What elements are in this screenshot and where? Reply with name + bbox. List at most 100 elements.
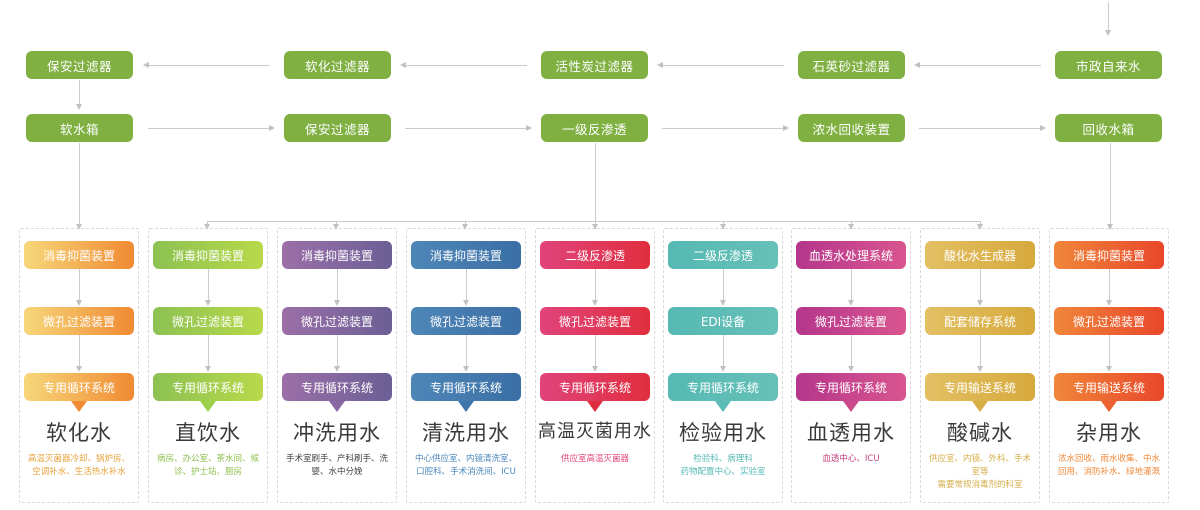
step-2[interactable]: 微孔过滤装置 [1054,307,1164,335]
step-2[interactable]: EDI设备 [668,307,778,335]
column-pointer-icon [587,401,603,412]
step-connector-1 [1109,269,1110,301]
step-2[interactable]: 微孔过滤装置 [24,307,134,335]
step-3[interactable]: 专用循环系统 [282,373,392,401]
step-arrow-1-icon [75,300,82,306]
step-connector-1 [208,269,209,301]
column-pointer-icon [71,401,87,412]
step-connector-2 [337,335,338,367]
output-column-zayongshui: 消毒抑菌装置 微孔过滤装置 专用输送系统 杂用水 浓水回收、雨水收集、中水回用、… [1049,228,1169,503]
step-3[interactable]: 专用循环系统 [668,373,778,401]
col1-row1-to-row2-arrow-icon [75,104,82,110]
node-baoan-guolvqi-2[interactable]: 保安过滤器 [284,114,391,142]
step-arrow-2-icon [976,366,983,372]
step-arrow-2-icon [591,366,598,372]
step-arrow-1-icon [333,300,340,306]
step-arrow-2-icon [719,366,726,372]
row2-arrow-1-icon [269,124,275,131]
node-shiyingsha-guolvqi[interactable]: 石英砂过滤器 [798,51,905,79]
column-description: 高温灭菌器冷却、锅炉房、空调补水、生活热水补水 [27,454,130,477]
step-connector-1 [595,269,596,301]
row2-connector-3 [662,128,784,129]
column-title: 直饮水 [175,421,241,445]
column-title: 杂用水 [1076,421,1142,445]
output-column-ruanhuashui: 消毒抑菌装置 微孔过滤装置 专用循环系统 软化水 高温灭菌器冷却、锅炉房、空调补… [19,228,139,503]
row1-arrow-4-icon [143,61,149,68]
step-1[interactable]: 二级反渗透 [668,241,778,269]
step-connector-2 [980,335,981,367]
node-yiji-fanshentou[interactable]: 一级反渗透 [541,114,648,142]
step-connector-2 [851,335,852,367]
step-3[interactable]: 专用循环系统 [796,373,906,401]
step-1[interactable]: 消毒抑菌装置 [24,241,134,269]
step-2[interactable]: 微孔过滤装置 [796,307,906,335]
row2-connector-4 [919,128,1041,129]
step-connector-2 [1109,335,1110,367]
node-baoan-guolvqi-1[interactable]: 保安过滤器 [26,51,133,79]
row1-connector-2 [662,65,784,66]
column-title: 血透用水 [807,421,895,445]
step-connector-2 [79,335,80,367]
step-3[interactable]: 专用循环系统 [540,373,650,401]
column-description: 血透中心、ICU [822,454,880,464]
step-3[interactable]: 专用输送系统 [925,373,1035,401]
column-title: 冲洗用水 [293,421,381,445]
node-nongshui-huishou[interactable]: 浓水回收装置 [798,114,905,142]
step-2[interactable]: 微孔过滤装置 [411,307,521,335]
row1-arrow-1-icon [914,61,920,68]
column-description: 手术室刷手、产科刷手、洗婴、水中分娩 [285,454,388,477]
step-connector-1 [851,269,852,301]
step-3[interactable]: 专用输送系统 [1054,373,1164,401]
step-connector-1 [79,269,80,301]
step-connector-1 [466,269,467,301]
output-column-qingxiyongshui: 消毒抑菌装置 微孔过滤装置 专用循环系统 清洗用水 中心供应室、内镜清洗室、口腔… [406,228,526,503]
row2-connector-1 [148,128,270,129]
bus-drop-col3-arrow-icon [332,224,339,230]
step-1[interactable]: 血透水处理系统 [796,241,906,269]
step-1[interactable]: 消毒抑菌装置 [411,241,521,269]
step-2[interactable]: 微孔过滤装置 [540,307,650,335]
col1-direct-feed-line [79,143,80,225]
step-2[interactable]: 配套储存系统 [925,307,1035,335]
output-column-xuetouyongshui: 血透水处理系统 微孔过滤装置 专用循环系统 血透用水 血透中心、ICU [791,228,911,503]
col9-direct-feed-arrow-icon [1106,224,1113,230]
node-ruanhua-guolvqi[interactable]: 软化过滤器 [284,51,391,79]
step-1[interactable]: 消毒抑菌装置 [153,241,263,269]
step-arrow-2-icon [462,366,469,372]
step-1[interactable]: 消毒抑菌装置 [1054,241,1164,269]
column-pointer-icon [329,401,345,412]
step-3[interactable]: 专用循环系统 [411,373,521,401]
row2-arrow-3-icon [783,124,789,131]
step-3[interactable]: 专用循环系统 [24,373,134,401]
step-1[interactable]: 二级反渗透 [540,241,650,269]
bus-drop-col7-arrow-icon [847,224,854,230]
step-2[interactable]: 微孔过滤装置 [153,307,263,335]
row1-connector-1 [919,65,1041,66]
bus-drop-col6-arrow-icon [719,224,726,230]
bus-drop-col4-arrow-icon [461,224,468,230]
step-2[interactable]: 微孔过滤装置 [282,307,392,335]
step-1[interactable]: 酸化水生成器 [925,241,1035,269]
column-pointer-icon [1101,401,1117,412]
output-column-suanjianshui: 酸化水生成器 配套储存系统 专用输送系统 酸碱水 供应室、内镜、外科、手术室等需… [920,228,1040,503]
node-huishou-shuixiang[interactable]: 回收水箱 [1055,114,1162,142]
distribution-bus-line [207,221,980,222]
inlet-arrow-icon [1104,30,1111,36]
column-pointer-icon [972,401,988,412]
step-arrow-2-icon [204,366,211,372]
step-connector-2 [208,335,209,367]
node-ruanshuixiang[interactable]: 软水箱 [26,114,133,142]
bus-drop-col5-arrow-icon [591,224,598,230]
step-connector-1 [980,269,981,301]
step-3[interactable]: 专用循环系统 [153,373,263,401]
node-shizheng-zilaishui[interactable]: 市政自来水 [1055,51,1162,79]
column-description: 中心供应室、内镜清洗室、口腔科、手术消洗间、ICU [414,454,517,477]
step-arrow-2-icon [1105,366,1112,372]
inlet-connector-line [1108,2,1109,32]
step-connector-1 [337,269,338,301]
column-pointer-icon [458,401,474,412]
column-description: 供应室高温灭菌器 [560,454,629,464]
step-1[interactable]: 消毒抑菌装置 [282,241,392,269]
node-huoxingtan-guolvqi[interactable]: 活性炭过滤器 [541,51,648,79]
